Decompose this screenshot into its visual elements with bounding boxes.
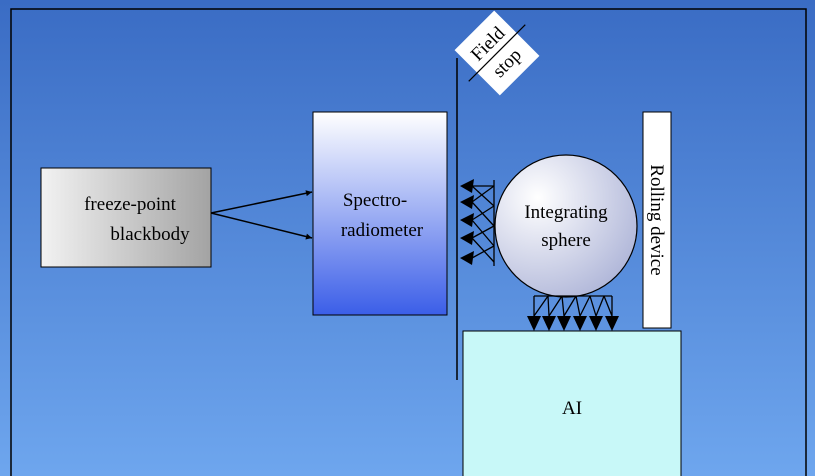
blackbody-arrows [210, 190, 313, 240]
sphere-label-line2: sphere [541, 230, 591, 251]
blackbody-label-line2: blackbody [110, 224, 190, 245]
spectro-label-line1: Spectro- [343, 190, 407, 211]
sphere-side-arrows [460, 179, 495, 266]
spectro-label-line2: radiometer [341, 220, 424, 241]
ai-box: AI [462, 330, 682, 476]
arrow-lower [210, 212, 313, 240]
rolling-device: Rolling device [642, 111, 672, 329]
spectroradiometer-box: Spectro- radiometer [312, 111, 448, 316]
sphere-bottom-arrows [527, 295, 619, 331]
rolling-device-label: Rolling device [646, 164, 667, 275]
sphere-label-line1: Integrating [524, 202, 608, 223]
integrating-sphere: Integrating sphere [494, 154, 638, 298]
field-stop-label: Field stop [454, 10, 540, 96]
arrow-upper [210, 190, 313, 214]
ai-label: AI [562, 398, 582, 419]
blackbody-box: freeze-point blackbody [40, 167, 212, 268]
outer-frame [10, 8, 807, 476]
blackbody-label-line1: freeze-point [84, 194, 176, 215]
